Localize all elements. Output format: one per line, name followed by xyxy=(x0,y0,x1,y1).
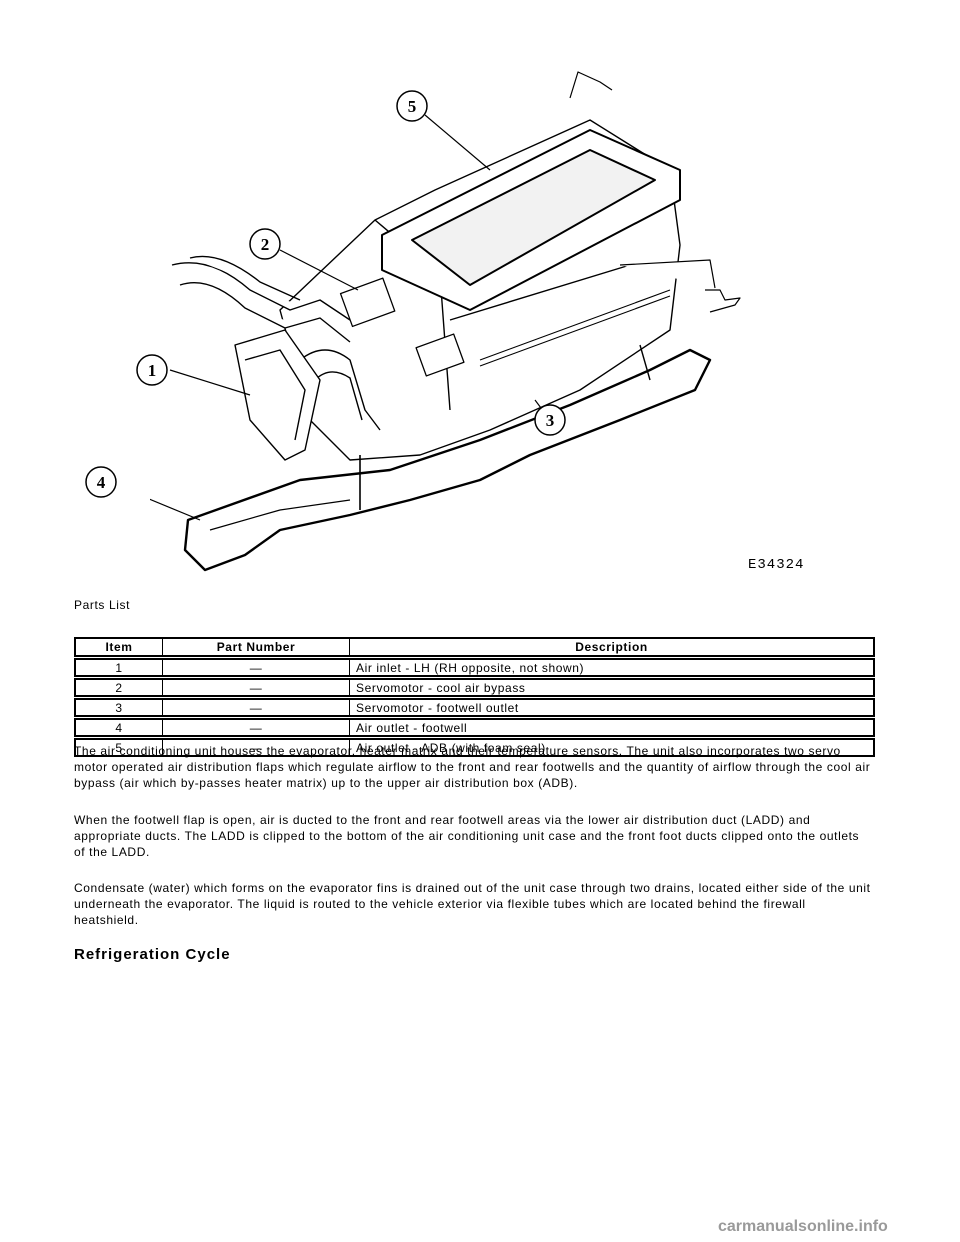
column-header-description: Description xyxy=(349,637,875,657)
item-cell: 1 xyxy=(74,658,162,677)
paragraph-unit-overview: The air conditioning unit houses the eva… xyxy=(74,744,871,790)
parts-list-caption: Parts List xyxy=(74,598,131,612)
description-cell: Air outlet - footwell xyxy=(349,718,875,737)
part-number-cell: — xyxy=(162,718,349,737)
footwell-duct xyxy=(183,259,741,572)
servomotors xyxy=(339,277,671,377)
callout-5: 5 xyxy=(396,90,428,122)
callout-4-label: 4 xyxy=(97,473,106,492)
air-inlet xyxy=(234,329,321,461)
description-cell: Air inlet - LH (RH opposite, not shown) xyxy=(349,658,875,677)
callout-1-label: 1 xyxy=(148,361,157,380)
part-number-cell: — xyxy=(162,678,349,697)
callout-3-label: 3 xyxy=(546,411,555,430)
part-number-cell: — xyxy=(162,738,349,757)
parts-list-table: Item Part Number Description 1 — Air inl… xyxy=(74,636,875,758)
callout-2: 2 xyxy=(249,228,281,260)
table-header-row: Item Part Number Description xyxy=(74,637,875,657)
description-cell: Air outlet - ADB (with foam seal) xyxy=(349,738,875,757)
description-cell: Servomotor - footwell outlet xyxy=(349,698,875,717)
table-row: 2 — Servomotor - cool air bypass xyxy=(74,678,875,697)
adb-outlet xyxy=(381,71,681,311)
paragraph-condensate: Condensate (water) which forms on the ev… xyxy=(74,881,871,927)
item-cell: 4 xyxy=(74,718,162,737)
table-row: 3 — Servomotor - footwell outlet xyxy=(74,698,875,717)
callout-5-label: 5 xyxy=(408,97,417,116)
item-cell: 2 xyxy=(74,678,162,697)
figure-code: E34324 xyxy=(748,557,805,573)
column-header-item: Item xyxy=(74,637,162,657)
column-header-part-number: Part Number xyxy=(162,637,349,657)
item-cell: 5 xyxy=(74,738,162,757)
air-conditioning-unit-illustration xyxy=(150,60,830,590)
callout-4: 4 xyxy=(85,466,117,498)
callout-2-label: 2 xyxy=(261,235,270,254)
part-number-cell: — xyxy=(162,658,349,677)
table-row: 5 — Air outlet - ADB (with foam seal) xyxy=(74,738,875,757)
callout-3: 3 xyxy=(534,404,566,436)
paragraph-footwell-flap: When the footwell flap is open, air is d… xyxy=(74,813,860,859)
section-heading: Refrigeration Cycle xyxy=(74,946,231,963)
part-number-cell: — xyxy=(162,698,349,717)
callout-1: 1 xyxy=(136,354,168,386)
table-row: 4 — Air outlet - footwell xyxy=(74,718,875,737)
item-cell: 3 xyxy=(74,698,162,717)
table-row: 1 — Air inlet - LH (RH opposite, not sho… xyxy=(74,658,875,677)
description-cell: Servomotor - cool air bypass xyxy=(349,678,875,697)
watermark: carmanualsonline.info xyxy=(718,1218,888,1235)
heater-pipes xyxy=(171,255,381,431)
